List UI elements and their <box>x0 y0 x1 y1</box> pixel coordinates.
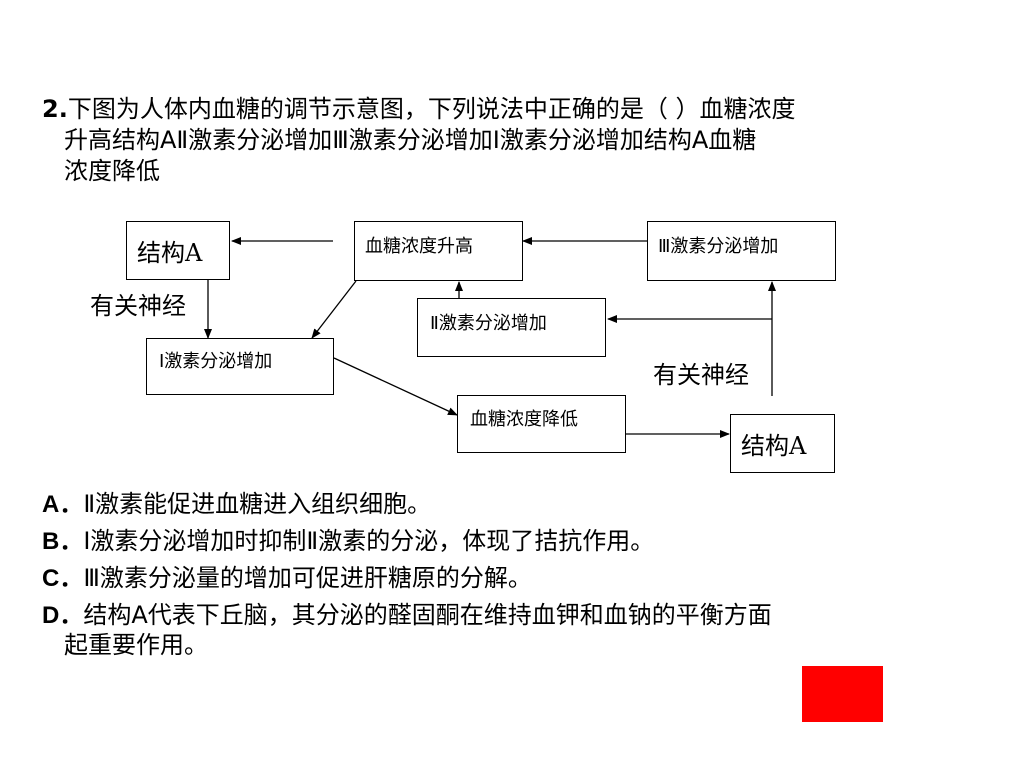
question-line-3: 浓度降低 <box>64 157 160 185</box>
question-line-1: 2.下图为人体内血糖的调节示意图，下列说法中正确的是（ ）血糖浓度 <box>42 95 796 123</box>
option-d-continuation: 起重要作用。 <box>64 631 208 659</box>
hormone1-label: Ⅰ激素分泌增加 <box>159 351 273 372</box>
nerve-label-left: 有关神经 <box>90 292 186 320</box>
red-square-marker <box>802 666 883 722</box>
nerve-label-right: 有关神经 <box>653 361 749 389</box>
hormone1-box: Ⅰ激素分泌增加 <box>146 338 334 395</box>
question-line-2: 升高结构AⅡ激素分泌增加Ⅲ激素分泌增加Ⅰ激素分泌增加结构A血糖 <box>64 126 757 154</box>
glucose-high-label: 血糖浓度升高 <box>365 236 473 257</box>
structure-a-top-label: 结构A <box>137 239 203 267</box>
option-c[interactable]: C．Ⅲ激素分泌量的增加可促进肝糖原的分解。 <box>42 564 532 592</box>
glucose-high-box: 血糖浓度升高 <box>354 221 523 281</box>
option-b[interactable]: B．Ⅰ激素分泌增加时抑制Ⅱ激素的分泌，体现了拮抗作用。 <box>42 527 655 555</box>
answer-options: A．Ⅱ激素能促进血糖进入组织细胞。 B．Ⅰ激素分泌增加时抑制Ⅱ激素的分泌，体现了… <box>42 486 972 660</box>
hormone3-label: Ⅲ激素分泌增加 <box>658 236 779 257</box>
arrow-hormone1-to-low <box>333 357 458 416</box>
hormone2-box: Ⅱ激素分泌增加 <box>417 298 606 357</box>
structure-a-bottom-box: 结构A <box>730 414 835 473</box>
structure-a-bottom-label: 结构A <box>741 432 807 460</box>
option-d[interactable]: D．结构A代表下丘脑，其分泌的醛固酮在维持血钾和血钠的平衡方面起重要作用。 <box>42 597 972 660</box>
hormone2-label: Ⅱ激素分泌增加 <box>430 313 547 334</box>
hormone3-box: Ⅲ激素分泌增加 <box>647 221 836 281</box>
option-a[interactable]: A．Ⅱ激素能促进血糖进入组织细胞。 <box>42 490 432 518</box>
glucose-low-box: 血糖浓度降低 <box>457 395 626 453</box>
structure-a-top-box: 结构A <box>126 221 230 280</box>
question-stem: 2.下图为人体内血糖的调节示意图，下列说法中正确的是（ ）血糖浓度 升高结构AⅡ… <box>42 94 942 187</box>
arrow-high-to-hormone1 <box>311 280 357 339</box>
question-number: 2. <box>42 95 68 123</box>
glucose-low-label: 血糖浓度降低 <box>470 409 578 430</box>
